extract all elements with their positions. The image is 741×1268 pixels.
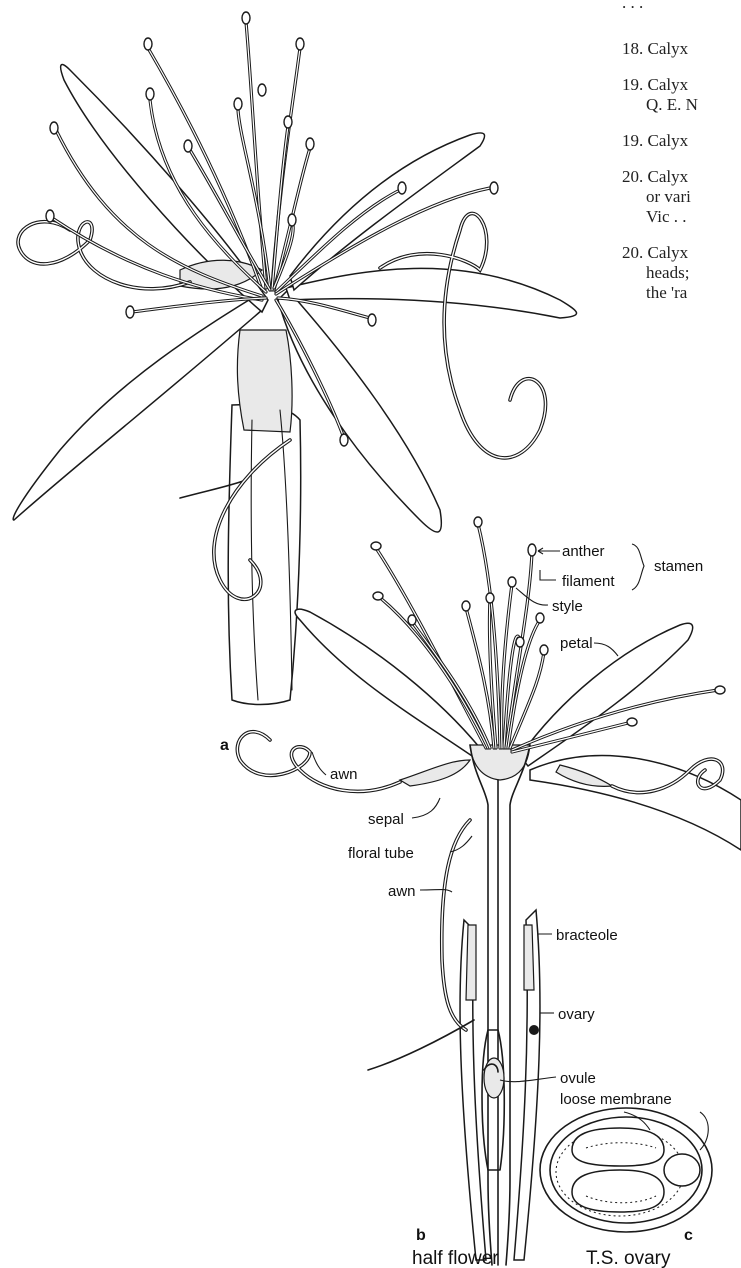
key-line-10: the 'ra xyxy=(646,283,688,302)
key-line-9: heads; xyxy=(646,263,689,282)
label-loose-membrane: loose membrane xyxy=(560,1091,672,1108)
key-line-1: 18. Calyx xyxy=(622,39,689,58)
bracteole-a xyxy=(228,405,300,705)
ovule-c-1 xyxy=(572,1128,664,1166)
figure-c-ts-ovary: loose membrane c T.S. ovary xyxy=(540,1091,712,1268)
key-line-7: Vic . . xyxy=(646,207,687,226)
label-sepal: sepal xyxy=(368,811,404,828)
figure-letter-b: b xyxy=(416,1227,426,1244)
petal-a-3 xyxy=(278,290,441,532)
label-awn-a: awn xyxy=(330,766,358,783)
key-line-4: 19. Calyx xyxy=(622,131,689,150)
label-anther: anther xyxy=(562,543,605,560)
figure-letter-c: c xyxy=(684,1227,693,1244)
ovary-cavity xyxy=(482,1030,504,1170)
label-ovary: ovary xyxy=(558,1006,595,1023)
label-petal: petal xyxy=(560,635,593,652)
caption-ts-ovary: T.S. ovary xyxy=(586,1248,671,1268)
figure-a-whole-flower: a xyxy=(13,12,576,754)
floral-tube-a xyxy=(237,330,292,432)
key-line-8: 20. Calyx xyxy=(622,243,689,262)
stamen-brace xyxy=(632,544,644,590)
label-stamen: stamen xyxy=(654,558,703,575)
ovule-c-3 xyxy=(664,1154,700,1186)
figure-b-half-flower: anther filament stamen style petal awn s… xyxy=(237,517,741,1268)
key-line-6: or vari xyxy=(646,187,691,206)
key-text: . . . 18. Calyx 19. Calyx Q. E. N 19. Ca… xyxy=(622,0,698,302)
label-ovule: ovule xyxy=(560,1070,596,1087)
label-bracteole: bracteole xyxy=(556,927,618,944)
key-line-2: 19. Calyx xyxy=(622,75,689,94)
label-awn-b: awn xyxy=(388,883,416,900)
anther-b-labelled xyxy=(528,544,536,556)
label-floral-tube: floral tube xyxy=(348,845,414,862)
figure-letter-a: a xyxy=(220,737,229,754)
key-line-3: Q. E. N xyxy=(646,95,698,114)
ovule-c-2 xyxy=(572,1170,664,1212)
label-style: style xyxy=(552,598,583,615)
label-filament: filament xyxy=(562,573,615,590)
svg-text:. . .: . . . xyxy=(622,0,643,12)
key-line-5: 20. Calyx xyxy=(622,167,689,186)
caption-half-flower: half flower xyxy=(412,1248,499,1268)
sepal-b xyxy=(400,760,470,786)
petal-a-4 xyxy=(286,268,577,318)
